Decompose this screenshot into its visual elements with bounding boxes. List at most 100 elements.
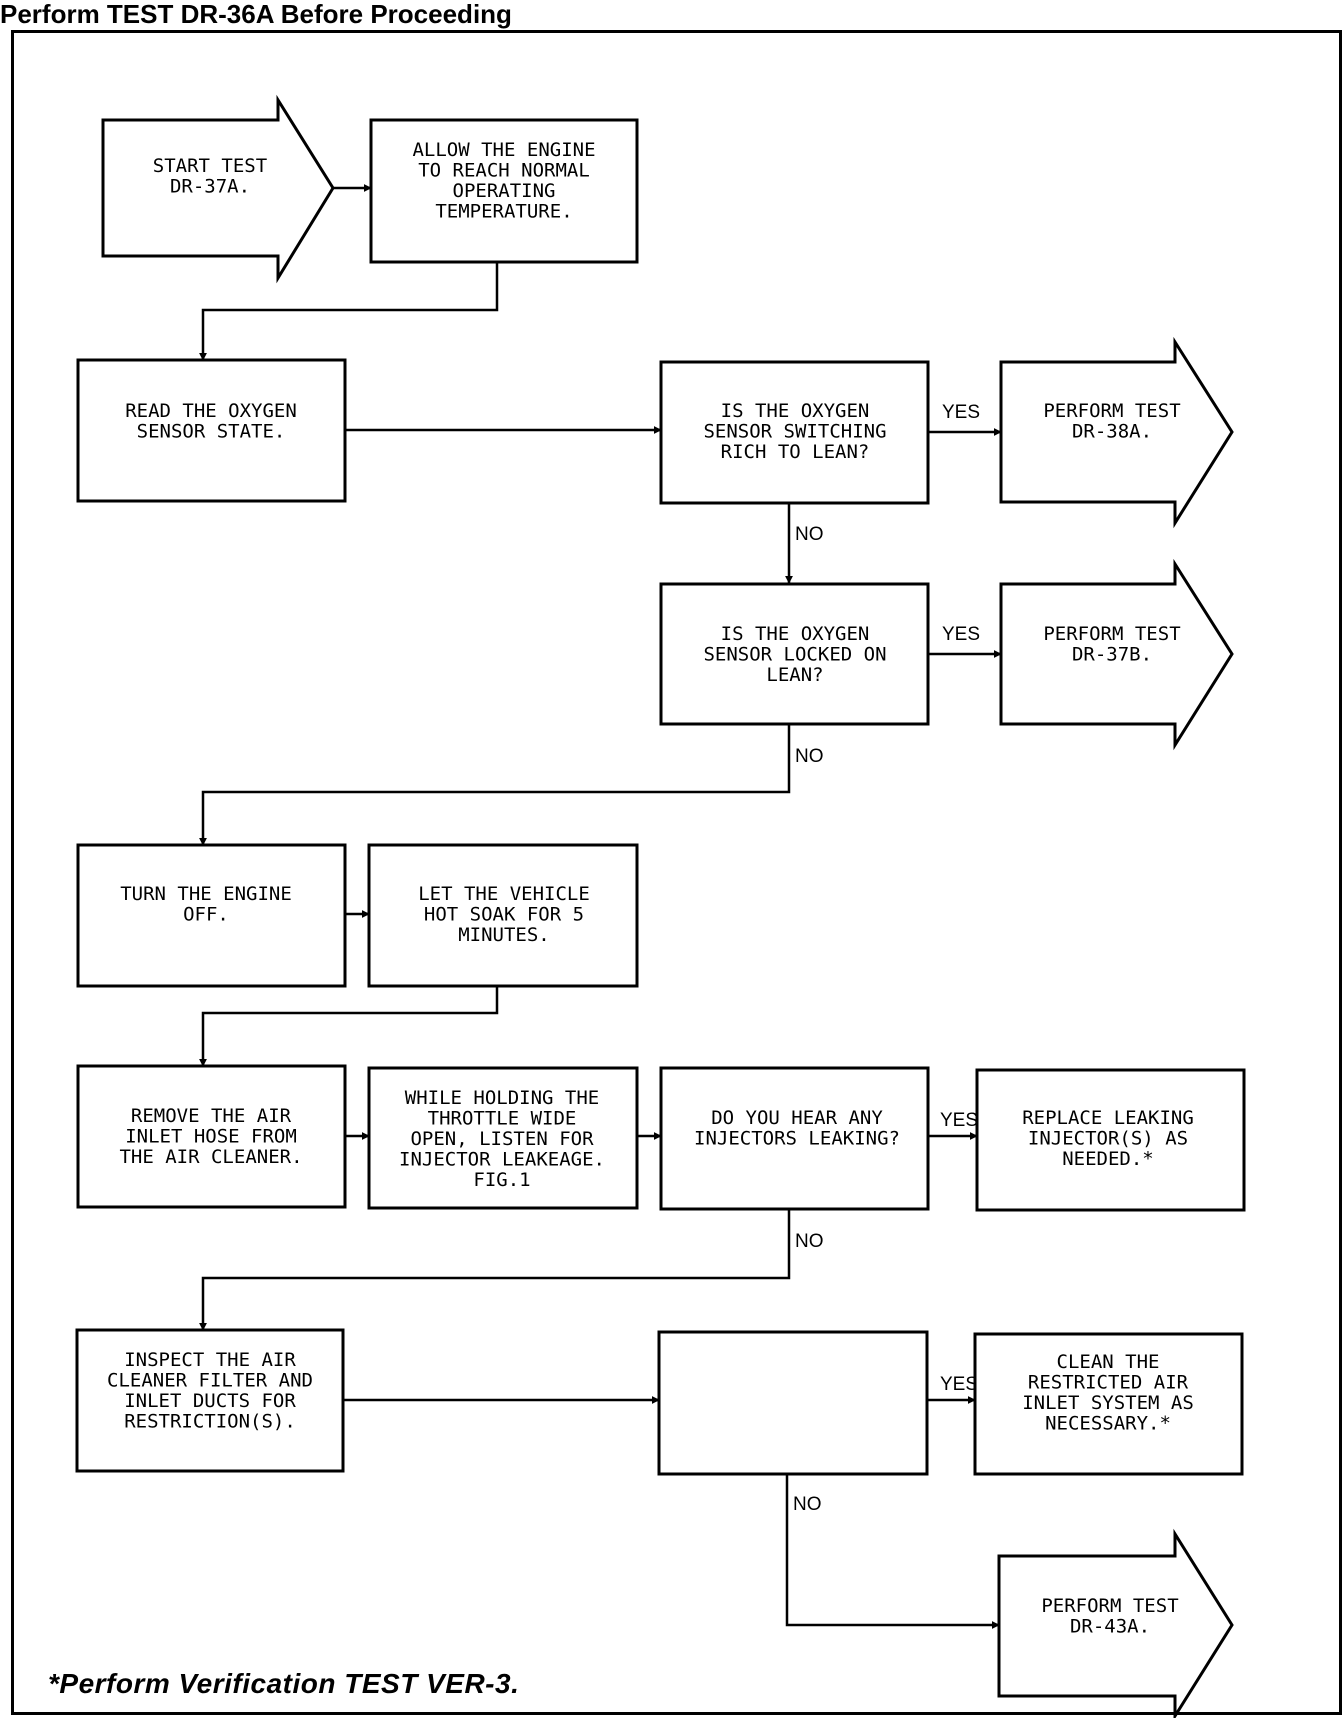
node-text-line: START TEST [153, 155, 267, 177]
edge-soak-remove [199, 986, 499, 1067]
node-text-line: WHILE HOLDING THE [405, 1087, 599, 1109]
allow-box [369, 118, 639, 264]
node-text-line: REPLACE LEAKING [1022, 1107, 1194, 1129]
node-text-line: OPERATING [453, 180, 556, 202]
node-text-line: IS THE OXYGEN [721, 623, 870, 645]
node-text-line: SENSOR STATE. [137, 421, 286, 443]
clean-box [973, 1332, 1244, 1476]
label-yes-restrict: YES [940, 1374, 978, 1395]
inspect-box [75, 1328, 345, 1473]
node-text-line: INLET HOSE FROM [125, 1126, 297, 1148]
perform-43a-arrow-shape [997, 1528, 1234, 1718]
node-text-line: TEMPERATURE. [435, 201, 572, 223]
node-text-line: CLEAN THE [1057, 1351, 1160, 1373]
node-text-line: PERFORM TEST [1041, 1595, 1178, 1617]
label-yes-hear: YES [940, 1110, 978, 1131]
node-text-line: IS THE OXYGEN [721, 400, 870, 422]
hear-box [659, 1066, 930, 1211]
remove-hose-box [76, 1064, 347, 1209]
diagram-frame [11, 30, 1342, 1715]
listen-box [367, 1066, 639, 1210]
read-box [76, 358, 347, 503]
node-text-line: INJECTOR LEAKEAGE. [399, 1149, 605, 1171]
node-text-line: ALLOW THE ENGINE [412, 139, 595, 161]
node-text-line: INLET DUCTS FOR [124, 1390, 296, 1412]
label-yes-switching: YES [942, 402, 980, 423]
node-text-line: RESTRICTED AIR [1028, 1372, 1189, 1394]
label-no-hear: NO [795, 1231, 824, 1252]
turn-off-box [76, 843, 347, 988]
node-text-line: NECESSARY.* [1045, 1413, 1171, 1435]
node-text-line: INJECTORS LEAKING? [694, 1128, 900, 1150]
edge-locked-no [199, 724, 791, 846]
locked-box [659, 582, 930, 726]
node-text-line: OPEN, LISTEN FOR [410, 1128, 594, 1150]
node-text-line: DR-38A. [1072, 421, 1152, 443]
hot-soak-box [367, 843, 639, 988]
node-text-line: RICH TO LEAN? [721, 441, 870, 463]
node-text-line: MINUTES. [458, 924, 550, 946]
label-no-switching: NO [795, 524, 824, 545]
node-text-line: LEAN? [766, 664, 823, 686]
footnote: *Perform Verification TEST VER-3. [48, 1668, 520, 1699]
node-text-line: INJECTOR(S) AS [1028, 1128, 1188, 1150]
node-text-line: INLET SYSTEM AS [1022, 1392, 1194, 1414]
node-text-line: DO YOU HEAR ANY [711, 1107, 883, 1129]
node-text-line: READ THE OXYGEN [125, 400, 297, 422]
node-text-line: REMOVE THE AIR [131, 1105, 292, 1127]
node-text-line: LET THE VEHICLE [418, 883, 590, 905]
node-text-line: TURN THE ENGINE [120, 883, 292, 905]
node-text-line: SENSOR SWITCHING [703, 421, 886, 443]
node-text-line: THE AIR CLEANER. [119, 1146, 302, 1168]
switching-box [659, 360, 930, 505]
perform-38a-arrow-shape [999, 336, 1234, 529]
node-text-line: HOT SOAK FOR 5 [424, 904, 584, 926]
shapes [75, 94, 1246, 1718]
edge-allow-read [199, 262, 499, 361]
replace-box [975, 1068, 1246, 1212]
start-arrow-shape [101, 94, 335, 284]
node-text-line: FIG.1 [473, 1169, 530, 1191]
page-title: Perform TEST DR-36A Before Proceeding [0, 0, 512, 29]
edge-labels: YES NO YES NO YES NO YES NO [793, 402, 980, 1515]
node-text-line: OFF. [183, 904, 229, 926]
node-text-line: SENSOR LOCKED ON [703, 644, 886, 666]
node-text-line: PERFORM TEST [1043, 400, 1180, 422]
node-text-line: THROTTLE WIDE [428, 1108, 577, 1130]
perform-37b-arrow-shape [999, 558, 1234, 751]
label-no-restrict: NO [793, 1494, 822, 1515]
label-no-locked: NO [795, 746, 824, 767]
node-text-line: DR-37A. [170, 176, 250, 198]
node-text-line: DR-37B. [1072, 644, 1152, 666]
node-text-line: RESTRICTION(S). [124, 1411, 296, 1433]
label-yes-locked: YES [942, 624, 980, 645]
connectors [199, 184, 1002, 1629]
node-text-line: CLEANER FILTER AND [107, 1370, 313, 1392]
node-text-line: DR-43A. [1070, 1616, 1150, 1638]
edge-restrict-no [785, 1474, 1000, 1629]
node-text-line: TO REACH NORMAL [418, 160, 590, 182]
edge-hear-no [199, 1209, 791, 1331]
restrict-box [657, 1330, 929, 1476]
node-text-line: NEEDED.* [1062, 1148, 1154, 1170]
node-text-line: PERFORM TEST [1043, 623, 1180, 645]
node-text-line: INSPECT THE AIR [124, 1349, 296, 1371]
